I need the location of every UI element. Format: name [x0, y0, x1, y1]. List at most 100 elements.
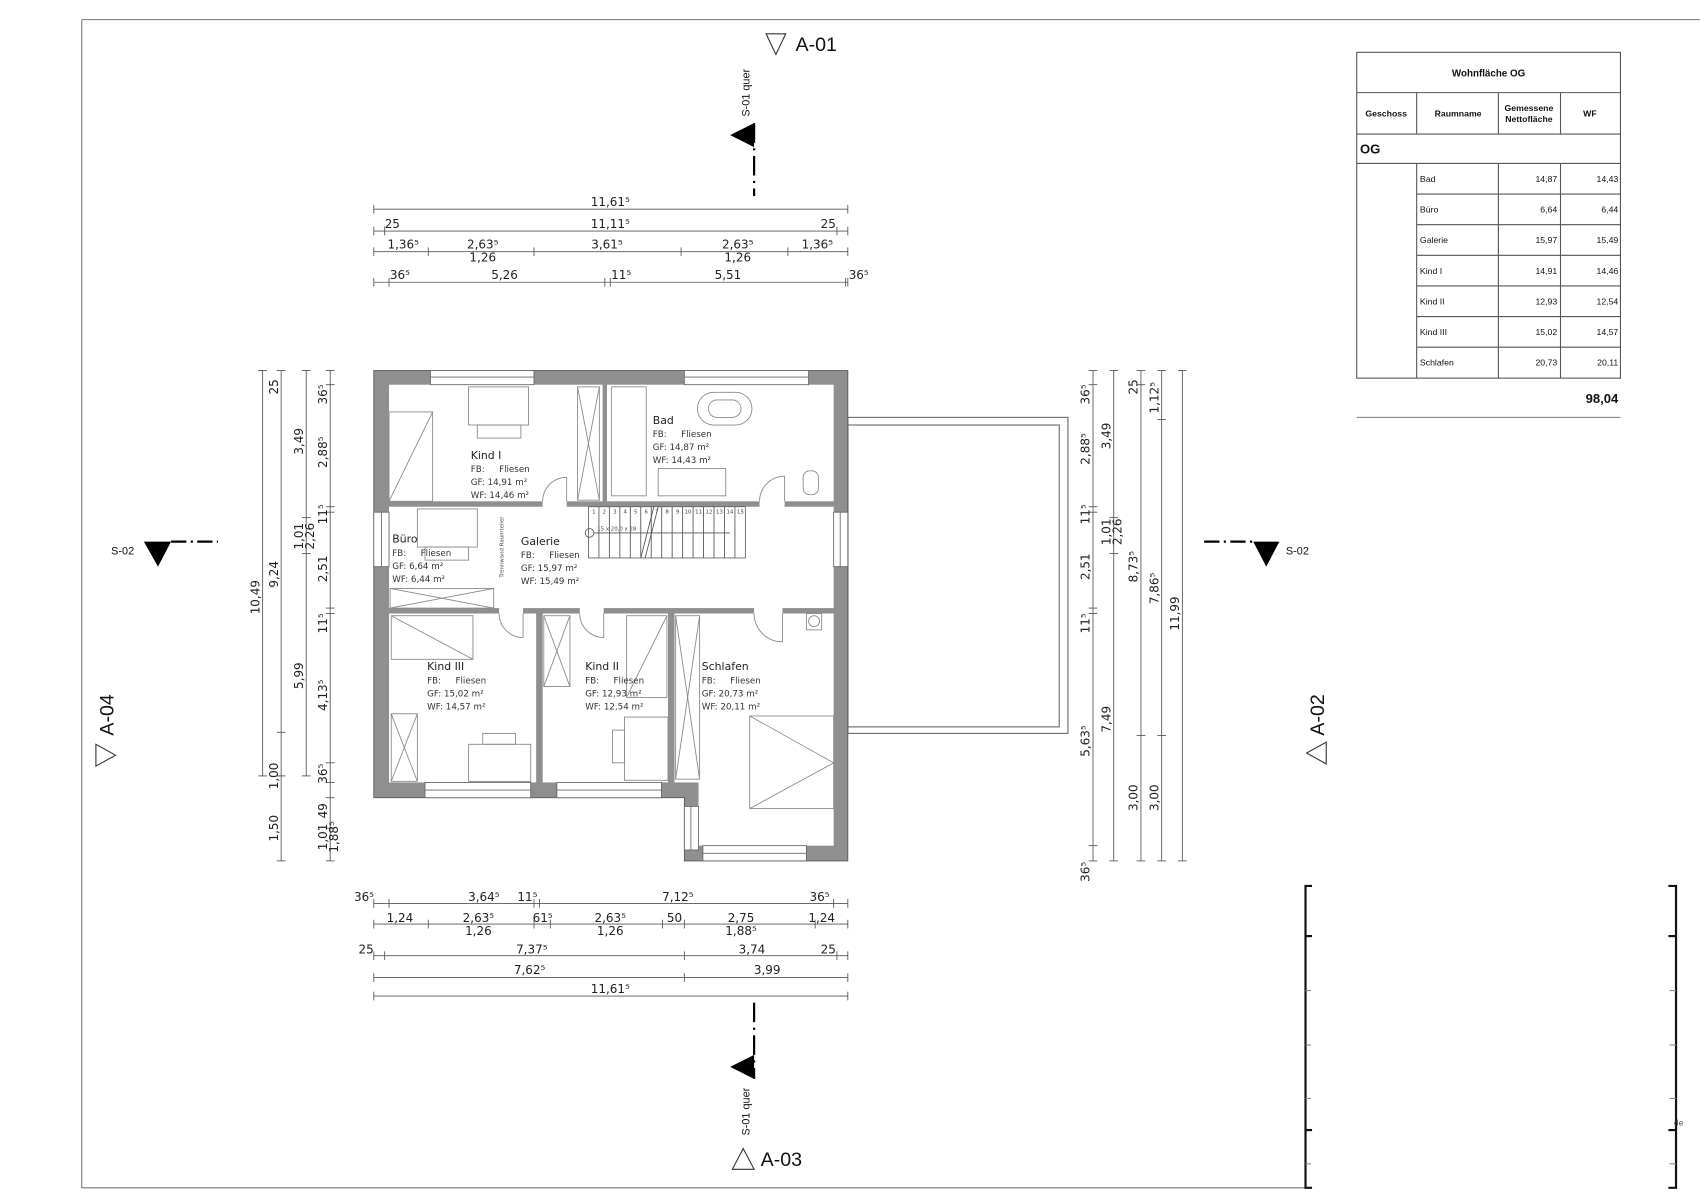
- partition-label: Trennwand Raumteiler: [499, 516, 505, 579]
- elevation-marker-a02-icon: [1305, 741, 1327, 765]
- dimension-label-bottom: 1,24: [808, 911, 835, 925]
- dimension-label-right: 36⁵: [1079, 862, 1093, 882]
- elevation-label-a01: A-01: [796, 34, 837, 56]
- dimension-label-left: 1,01: [292, 523, 306, 550]
- room-floor-label-galerie: FB:: [521, 551, 535, 561]
- room-floor-galerie: Fliesen: [549, 551, 580, 561]
- section-flag-s01-bottom-icon: [730, 1054, 755, 1079]
- room-floor-bad: Fliesen: [681, 430, 712, 440]
- dimension-label-top: 1,26: [724, 251, 751, 265]
- dimension-label-bottom: 7,62⁵: [514, 963, 546, 977]
- dimension-label-top: 1,36⁵: [387, 237, 419, 251]
- title-block-fragment: de: [1674, 1119, 1684, 1128]
- section-label-s02-right: S-02: [1286, 546, 1309, 558]
- dimension-label-right: 3,00: [1147, 784, 1161, 811]
- dimension-label-left: 11⁵: [316, 613, 330, 633]
- room-wf-kind-3: WF: 14,57 m²: [427, 702, 485, 712]
- stair-step-number: 9: [676, 509, 680, 515]
- table-cell-raumname: Galerie: [1420, 235, 1448, 245]
- dimension-label-left: 49: [316, 803, 330, 818]
- dimension-label-bottom: 3,99: [754, 963, 781, 977]
- dimension-label-bottom: 11⁵: [517, 890, 537, 904]
- room-name-kind-2: Kind II: [585, 660, 619, 673]
- dimension-label-left: 1,00: [267, 763, 281, 790]
- dimension-label-left: 2,88⁵: [316, 436, 330, 468]
- room-floor-schlafen: Fliesen: [730, 676, 761, 686]
- elevation-marker-a04-icon: [95, 743, 117, 768]
- table-cell-nettoflaeche: 20,73: [1535, 358, 1557, 368]
- windows: [373, 370, 849, 862]
- dimension-label-bottom: 50: [667, 911, 682, 925]
- room-floor-kind-1: Fliesen: [499, 465, 530, 475]
- section-label-s01-top: S-01 quer: [741, 68, 753, 116]
- dimension-label-right: 5,63⁵: [1079, 725, 1093, 757]
- table-cell-raumname: Kind II: [1420, 296, 1445, 306]
- dimension-label-left: 4,13⁵: [316, 679, 330, 711]
- section-flag-s02-left-icon: [143, 541, 172, 567]
- room-name-galerie: Galerie: [521, 535, 560, 548]
- dimension-label-left: 1,01: [316, 824, 330, 851]
- dimension-label-bottom: 36⁵: [809, 890, 829, 904]
- dimension-label-bottom: 25: [821, 943, 836, 957]
- room-floor-label-kind-1: FB:: [471, 465, 485, 475]
- dimension-label-top: 11⁵: [611, 268, 631, 282]
- table-cell-wf: 12,54: [1596, 296, 1618, 306]
- dimension-label-top: 11,61⁵: [591, 195, 630, 209]
- dimension-label-right: 3,00: [1127, 784, 1141, 811]
- elevation-label-a02: A-02: [1307, 694, 1329, 735]
- table-cell-raumname: Kind III: [1420, 327, 1447, 337]
- terrace-outline: [847, 416, 1069, 734]
- stair-step-number: 6: [644, 509, 648, 515]
- dimension-label-right: 2,51: [1079, 553, 1093, 580]
- dimension-label-top: 11,11⁵: [591, 217, 630, 231]
- room-gf-kind-1: GF: 14,91 m²: [471, 478, 527, 488]
- room-floor-label-bad: FB:: [653, 430, 667, 440]
- group-og: OG: [1360, 142, 1380, 157]
- section-markers: A-01 A-03 A-04 A-02 S-01 quer S-01 quer …: [95, 33, 1329, 1171]
- room-floor-label-buero: FB:: [392, 549, 406, 559]
- dimension-label-right: 11⁵: [1079, 613, 1093, 633]
- dimension-label-left: 1,50: [267, 815, 281, 842]
- table-cell-raumname: Bad: [1420, 174, 1436, 184]
- dimension-label-bottom: 11,61⁵: [591, 982, 630, 996]
- dimension-label-right: 3,49: [1099, 423, 1113, 450]
- dimension-label-bottom: 1,88⁵: [725, 924, 757, 938]
- header-gemessene: Gemessene: [1504, 103, 1553, 113]
- dimension-label-top: 2,63⁵: [722, 237, 754, 251]
- dimension-label-bottom: 1,26: [465, 924, 492, 938]
- room-wf-kind-2: WF: 12,54 m²: [585, 702, 643, 712]
- dimension-label-bottom: 3,64⁵: [468, 890, 500, 904]
- room-gf-buero: GF: 6,64 m²: [392, 562, 443, 572]
- room-gf-kind-3: GF: 15,02 m²: [427, 689, 483, 699]
- dimension-label-bottom: 25: [359, 943, 374, 957]
- table-cell-wf: 14,46: [1596, 266, 1618, 276]
- dimension-label-bottom: 1,26: [597, 924, 624, 938]
- dimension-label-right: 2,88⁵: [1079, 433, 1093, 465]
- table-cell-wf: 14,43: [1596, 174, 1618, 184]
- dimension-label-top: 1,26: [469, 251, 496, 265]
- stair-step-number: 7: [655, 509, 658, 515]
- dimension-label-top: 2,63⁵: [467, 237, 499, 251]
- dimension-label-top: 5,26: [491, 268, 518, 282]
- dimension-label-top: 25: [385, 217, 400, 231]
- room-name-schlafen: Schlafen: [702, 660, 749, 673]
- header-raumname: Raumname: [1435, 109, 1482, 119]
- dimension-label-top: 25: [821, 217, 836, 231]
- table-cell-wf: 6,44: [1601, 205, 1618, 215]
- room-name-kind-1: Kind I: [471, 449, 502, 462]
- table-cell-nettoflaeche: 14,87: [1535, 174, 1557, 184]
- table-cell-raumname: Schlafen: [1420, 358, 1454, 368]
- dimension-label-left: 5,99: [292, 662, 306, 689]
- dimension-label-right: 25: [1127, 379, 1141, 394]
- header-wf: WF: [1583, 109, 1597, 119]
- doors: [498, 475, 786, 643]
- stair-step-number: 5: [634, 509, 637, 515]
- dimension-label-right: 2,26: [1110, 518, 1124, 545]
- header-geschoss: Geschoss: [1365, 109, 1407, 119]
- room-gf-schlafen: GF: 20,73 m²: [702, 689, 758, 699]
- dimension-label-top: 1,36⁵: [802, 237, 834, 251]
